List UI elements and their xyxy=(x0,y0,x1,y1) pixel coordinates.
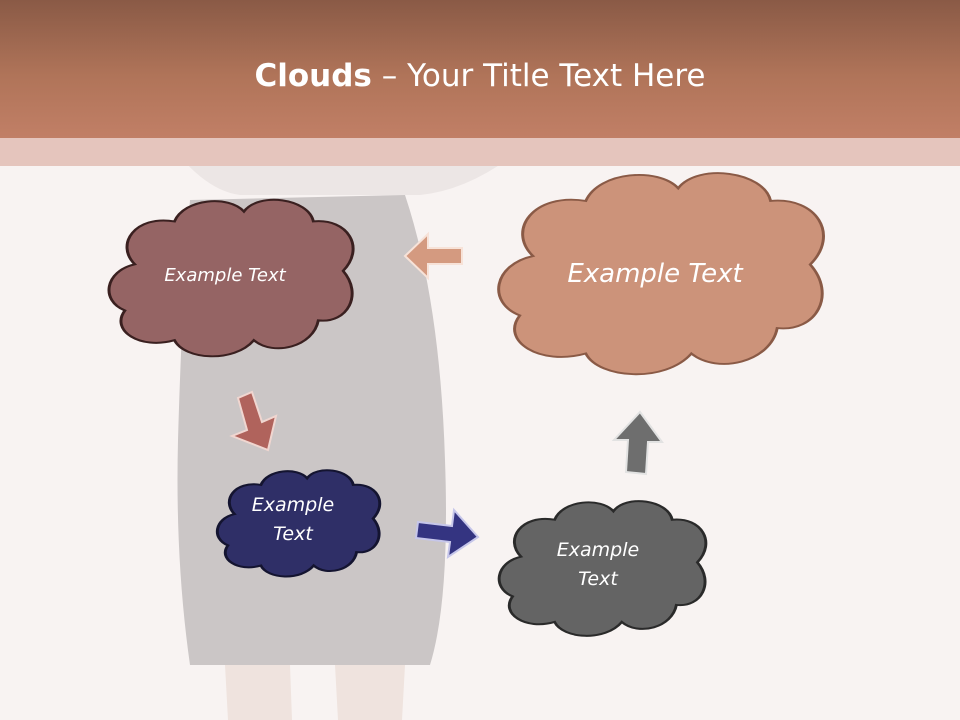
title-rest-text: Your Title Text Here xyxy=(407,58,706,94)
up-arrow-icon xyxy=(611,410,664,476)
cloud-gray-label: Example Text xyxy=(556,539,640,590)
left-arrow-icon xyxy=(403,231,463,281)
cloud-salmon-label: Example Text xyxy=(567,259,743,289)
title-bold-text: Clouds xyxy=(254,58,372,94)
slide-title: Clouds – Your Title Text Here xyxy=(0,52,960,100)
title-bar xyxy=(0,0,960,138)
cloud-navy-label: Example Text xyxy=(251,494,335,545)
title-dash: – xyxy=(371,58,408,94)
right-arrow-icon xyxy=(414,507,480,560)
down-arrow-icon xyxy=(229,390,278,452)
cloud-maroon-label: Example Text xyxy=(164,264,286,286)
title-bar-strip xyxy=(0,138,960,166)
